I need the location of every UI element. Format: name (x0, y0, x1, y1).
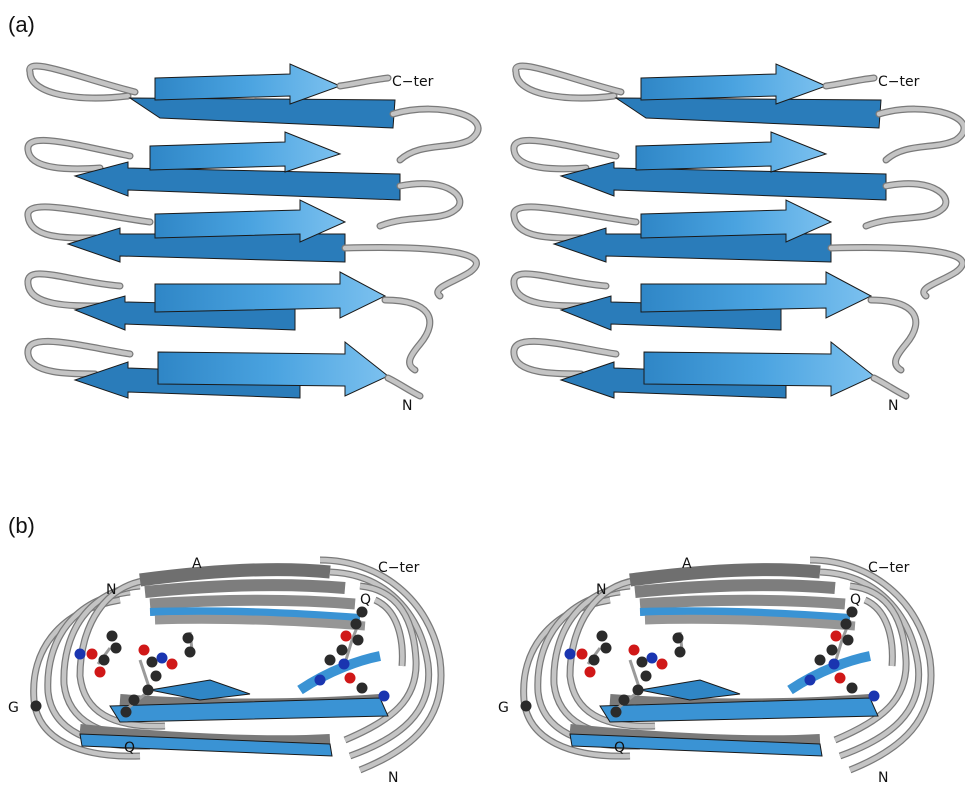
panel-b-right-a-label: A (682, 556, 692, 572)
panel-b-left-n-top-label: N (106, 582, 116, 598)
panel-b-label: (b) (8, 513, 35, 538)
panel-b-left-c-ter-label: C−ter (378, 560, 420, 576)
panel-b-right-c-ter-label: C−ter (868, 560, 910, 576)
panel-b-right-q-bottom-label: Q (614, 740, 625, 756)
panel-a-left-c-ter-label: C−ter (392, 74, 434, 90)
panel-a-right-c-ter-label: C−ter (878, 74, 920, 90)
panel-a-left-view: C−ter N (28, 64, 478, 414)
panel-a-right-n-label: N (888, 398, 898, 414)
panel-b-right-q-right-label: Q (850, 592, 861, 608)
panel-b-right-n-bottom-label: N (878, 770, 888, 786)
panel-a-right-view: C−ter N (514, 64, 964, 414)
panel-b-left-g-label: G (8, 700, 19, 716)
panel-b-left-a-label: A (192, 556, 202, 572)
panel-b-left-view: A N C−ter Q G Q N (8, 556, 441, 786)
panel-b-right-view: A N C−ter Q G Q N (498, 556, 931, 786)
panel-a-label: (a) (8, 12, 35, 37)
panel-b-left-q-bottom-label: Q (124, 740, 135, 756)
panel-b-left-q-right-label: Q (360, 592, 371, 608)
panel-b-right-g-label: G (498, 700, 509, 716)
panel-b-right-n-top-label: N (596, 582, 606, 598)
panel-b-left-n-bottom-label: N (388, 770, 398, 786)
panel-a-left-n-label: N (402, 398, 412, 414)
